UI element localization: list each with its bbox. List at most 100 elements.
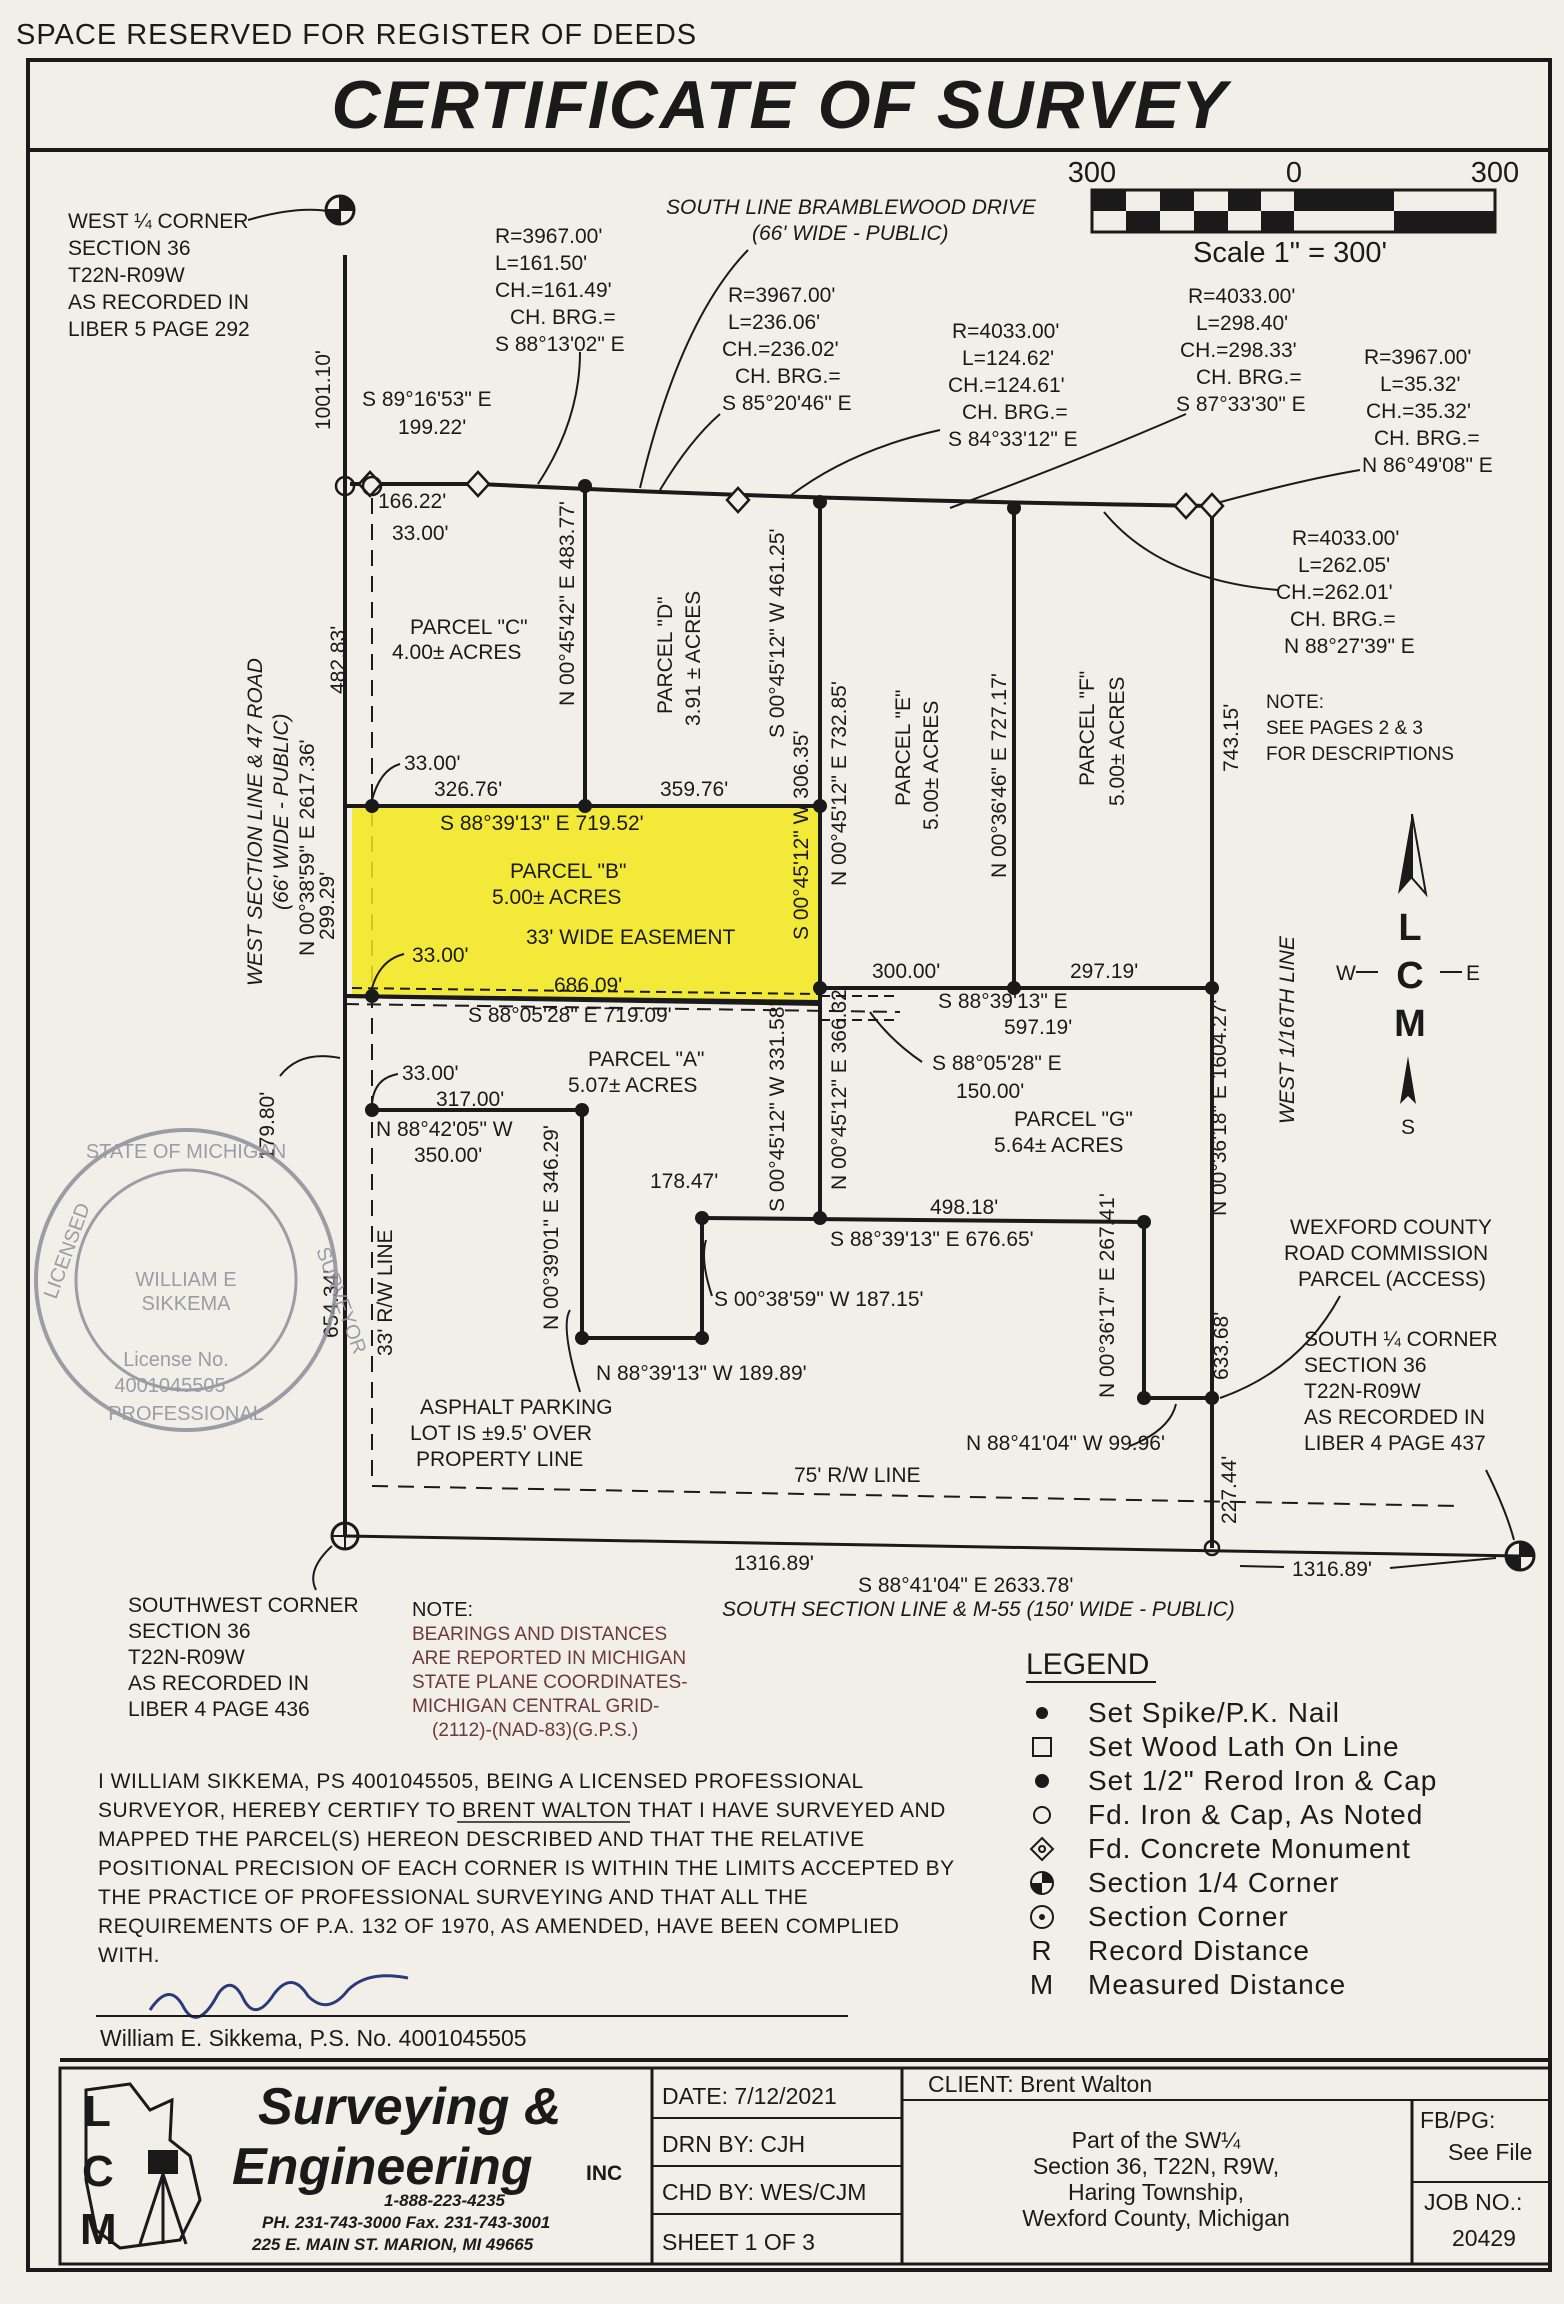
svg-text:CH.=124.61': CH.=124.61'	[948, 374, 1065, 397]
location-line-3: Haring Township,	[1068, 2179, 1244, 2205]
legend-item: Section Corner	[1030, 1901, 1289, 1932]
dim-south-bearing: S 88°41'04" E 2633.78'	[858, 1574, 1073, 1597]
dim-199: 199.22'	[398, 416, 466, 439]
west-quarter-corner-label: WEST ¼ CORNER SECTION 36 T22N-R09W AS RE…	[68, 210, 250, 341]
dim-359: 359.76'	[660, 778, 728, 801]
page-title: CERTIFICATE OF SURVEY	[331, 67, 1232, 143]
svg-text:N 86°49'08" E: N 86°49'08" E	[1362, 454, 1493, 477]
row-33-label: 33' R/W LINE	[374, 1229, 397, 1356]
legend-item: Fd. Concrete Monument	[1029, 1833, 1410, 1864]
fb-pg-label: FB/PG:	[1420, 2107, 1495, 2133]
dim-743: 743.15'	[1220, 704, 1243, 772]
svg-text:WEST SECTION LINE & 47 ROAD: WEST SECTION LINE & 47 ROAD	[244, 658, 267, 986]
dim-267: N 00°36'17" E 267.41'	[1096, 1193, 1119, 1398]
legend-symbol-circle	[1033, 1806, 1051, 1824]
south-quarter-corner-label: SOUTH ¼ CORNER SECTION 36 T22N-R09W AS R…	[1304, 1328, 1498, 1455]
dim-297: 297.19'	[1070, 960, 1138, 983]
bramblewood-drive-label: SOUTH LINE BRAMBLEWOOD DRIVE (66' WIDE -…	[666, 196, 1037, 245]
parcel-f-label: PARCEL "F" 5.00± ACRES	[1076, 671, 1129, 806]
svg-text:I WILLIAM SIKKEMA, PS 40010455: I WILLIAM SIKKEMA, PS 4001045505, BEING …	[98, 1770, 864, 1793]
signature	[148, 1974, 409, 2019]
asphalt-note: ASPHALT PARKING LOT IS ±9.5' OVER PROPER…	[410, 1396, 613, 1471]
svg-text:L: L	[84, 2087, 111, 2136]
dim-150: 150.00'	[956, 1080, 1024, 1103]
dim-300: 300.00'	[872, 960, 940, 983]
svg-text:MICHIGAN CENTRAL GRID-: MICHIGAN CENTRAL GRID-	[412, 1696, 659, 1717]
wexford-road-commission-note: WEXFORD COUNTY ROAD COMMISSION PARCEL (A…	[1284, 1216, 1492, 1291]
svg-text:CH.=298.33': CH.=298.33'	[1180, 339, 1297, 362]
svg-text:CH. BRG.=: CH. BRG.=	[510, 306, 616, 329]
curve-data-c2: R=3967.00' L=236.06' CH.=236.02' CH. BRG…	[722, 284, 852, 415]
note-see-pages: NOTE: SEE PAGES 2 & 3 FOR DESCRIPTIONS	[1266, 692, 1454, 765]
parcel-e-label: PARCEL "E" 5.00± ACRES	[892, 690, 943, 830]
location-line-2: Section 36, T22N, R9W,	[1033, 2153, 1279, 2179]
parcel-b-highlight	[352, 808, 818, 1000]
svg-text:PARCEL "A": PARCEL "A"	[588, 1048, 704, 1071]
parcel-a-label: PARCEL "A" 5.07± ACRES	[568, 1048, 704, 1097]
scale-zero-label: 0	[1286, 157, 1302, 189]
legend-label: Section Corner	[1088, 1901, 1289, 1932]
svg-text:T22N-R09W: T22N-R09W	[1304, 1380, 1421, 1403]
dim-727: N 00°36'46" E 727.17'	[988, 673, 1011, 878]
svg-text:LIBER 4 PAGE 436: LIBER 4 PAGE 436	[128, 1698, 310, 1721]
svg-text:THE PRACTICE OF PROFESSIONAL S: THE PRACTICE OF PROFESSIONAL SURVEYING A…	[98, 1886, 808, 1909]
svg-text:C: C	[1396, 955, 1423, 997]
dim-317: 317.00'	[436, 1088, 504, 1111]
southwest-corner-label: SOUTHWEST CORNER SECTION 36 T22N-R09W AS…	[128, 1594, 359, 1721]
parcel-d-label: PARCEL "D" 3.91 ± ACRES	[654, 591, 705, 726]
dim-686: 686.09'	[554, 974, 622, 997]
svg-text:(2112)-(NAD-83)(G.P.S.): (2112)-(NAD-83)(G.P.S.)	[432, 1720, 638, 1741]
svg-text:C: C	[82, 2147, 114, 2196]
svg-text:CH. BRG.=: CH. BRG.=	[1196, 366, 1302, 389]
svg-text:R=4033.00': R=4033.00'	[952, 320, 1059, 343]
dim-e-bearing: S 88°39'13" E	[938, 990, 1068, 1013]
dim-483: N 00°45'42" E 483.77'	[556, 501, 579, 706]
svg-text:PROPERTY LINE: PROPERTY LINE	[416, 1448, 583, 1471]
date-field: DATE: 7/12/2021	[662, 2083, 837, 2109]
svg-text:3.91 ± ACRES: 3.91 ± ACRES	[682, 591, 705, 726]
svg-text:S 87°33'30" E: S 87°33'30" E	[1176, 393, 1306, 416]
svg-text:PARCEL "F": PARCEL "F"	[1076, 671, 1099, 786]
open-iron-markers	[334, 475, 383, 497]
job-number-label: JOB NO.:	[1424, 2189, 1522, 2215]
dim-33d: 33.00'	[402, 1062, 459, 1085]
legend-label: Measured Distance	[1088, 1969, 1346, 2000]
svg-text:PARCEL "B": PARCEL "B"	[510, 860, 626, 883]
svg-text:WITH.: WITH.	[98, 1944, 160, 1967]
legend-label: Set Spike/P.K. Nail	[1088, 1697, 1340, 1728]
svg-text:S 84°33'12" E: S 84°33'12" E	[948, 428, 1078, 451]
svg-text:CH. BRG.=: CH. BRG.=	[962, 401, 1068, 424]
section-corner-sw	[330, 1521, 360, 1551]
company-name-2: Engineering	[232, 2138, 532, 2196]
svg-text:S 88°13'02" E: S 88°13'02" E	[495, 333, 625, 356]
svg-text:SURVEYOR, HEREBY CERTIFY TO BR: SURVEYOR, HEREBY CERTIFY TO BRENT WALTON…	[98, 1799, 946, 1822]
job-number-value: 20429	[1452, 2225, 1516, 2251]
legend-symbol-r: R	[1031, 1935, 1052, 1966]
register-of-deeds-label: SPACE RESERVED FOR REGISTER OF DEEDS	[16, 19, 697, 51]
dim-498: 498.18'	[930, 1196, 998, 1219]
dim-326: 326.76'	[434, 778, 502, 801]
svg-text:LICENSED: LICENSED	[40, 1200, 95, 1302]
svg-text:5.00± ACRES: 5.00± ACRES	[920, 701, 943, 830]
svg-text:PARCEL "E": PARCEL "E"	[892, 690, 915, 806]
location-line-4: Wexford County, Michigan	[1022, 2205, 1290, 2231]
svg-text:STATE PLANE COORDINATES-: STATE PLANE COORDINATES-	[412, 1672, 688, 1693]
dim-a-bearing: N 88°42'05" W	[376, 1118, 513, 1141]
svg-text:WILLIAM E: WILLIAM E	[135, 1269, 236, 1291]
svg-text:LEGEND: LEGEND	[1026, 1648, 1149, 1681]
dim-482: 482.83'	[327, 626, 350, 694]
dim-633: 633.68'	[1210, 1312, 1233, 1380]
svg-text:SECTION 36: SECTION 36	[1304, 1354, 1427, 1377]
curve-data-c1: R=3967.00' L=161.50' CH.=161.49' CH. BRG…	[495, 225, 625, 356]
dim-1316b: 1316.89'	[1292, 1558, 1372, 1581]
dim-732: N 00°45'12" E 732.85'	[828, 681, 851, 886]
legend-item: Set Spike/P.K. Nail	[1036, 1697, 1340, 1728]
company-inc: INC	[586, 2162, 622, 2185]
parcel-b-label: PARCEL "B" 5.00± ACRES	[492, 860, 626, 909]
easement-label: 33' WIDE EASEMENT	[526, 926, 736, 949]
svg-text:CH. BRG.=: CH. BRG.=	[1374, 427, 1480, 450]
svg-text:T22N-R09W: T22N-R09W	[68, 264, 185, 287]
svg-text:L=124.62': L=124.62'	[962, 347, 1054, 370]
